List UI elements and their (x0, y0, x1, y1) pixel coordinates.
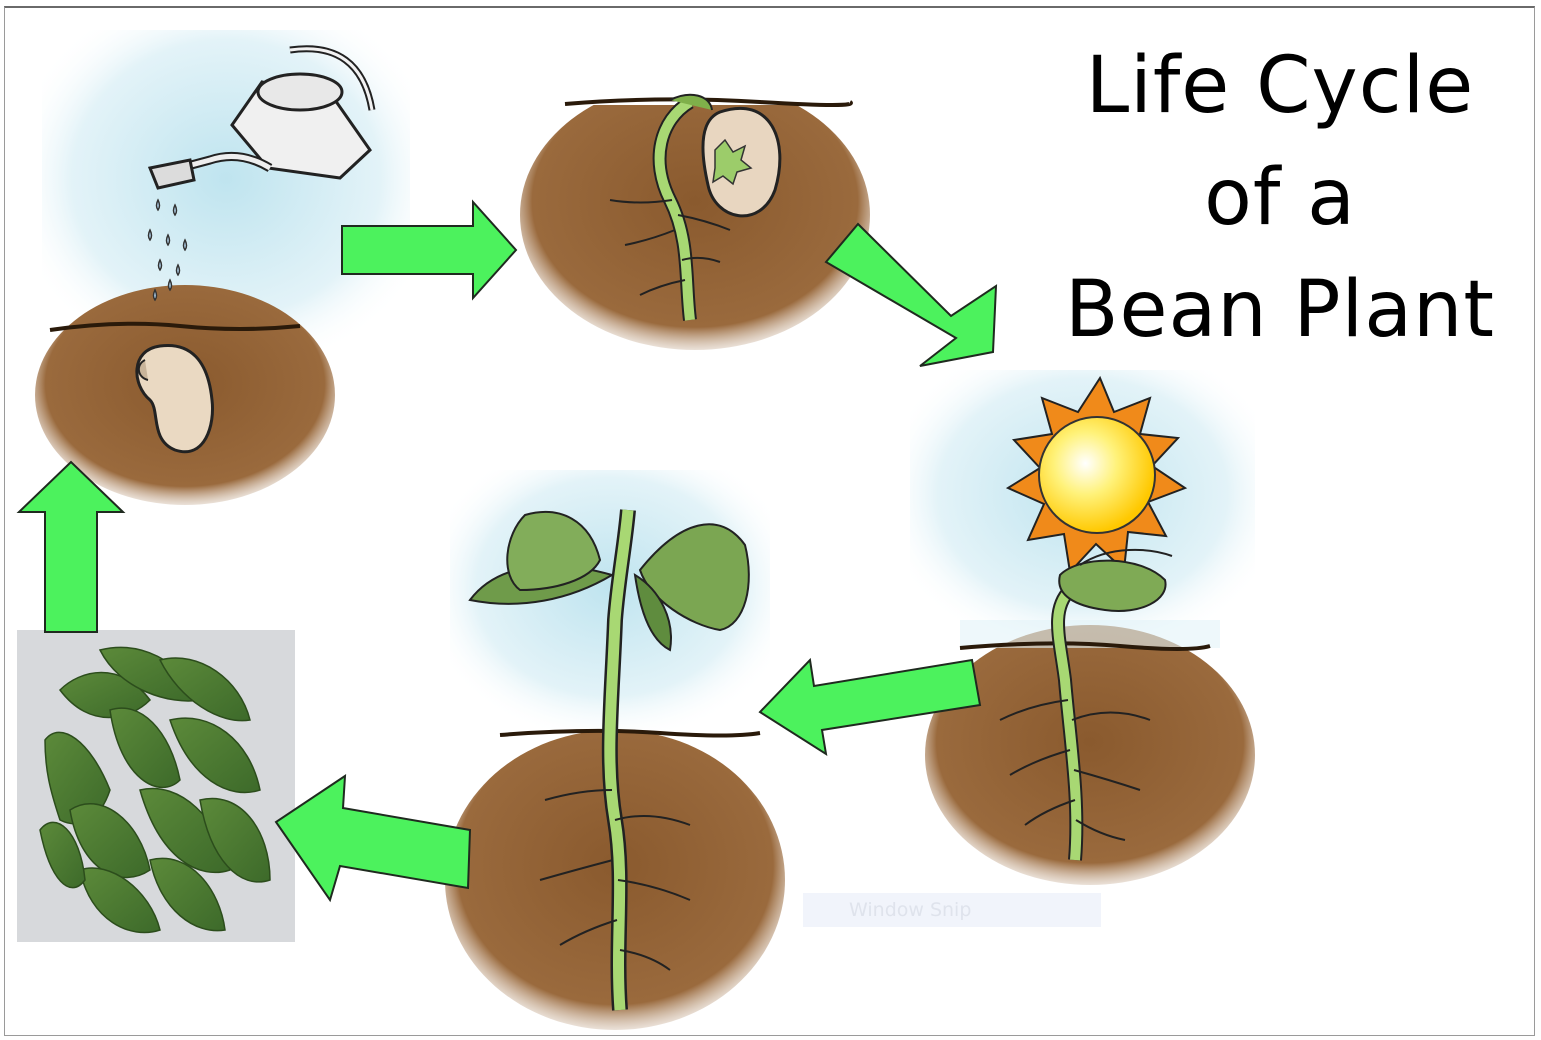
arrow-down-right-icon (826, 224, 996, 366)
title-line-1: Life Cycle (1040, 30, 1520, 142)
title-line-2: of a (1040, 142, 1520, 254)
arrow-left-icon (276, 776, 470, 900)
stage-young-plant (445, 470, 785, 1030)
stage-bean-pods (17, 630, 295, 942)
stage-sprout-in-sunlight (910, 370, 1255, 885)
stage-germination (520, 60, 870, 350)
window-snip-overlay[interactable]: Window Snip (803, 893, 1101, 927)
diagram-title: Life Cycle of a Bean Plant (1040, 30, 1520, 366)
title-line-3: Bean Plant (1040, 254, 1520, 366)
